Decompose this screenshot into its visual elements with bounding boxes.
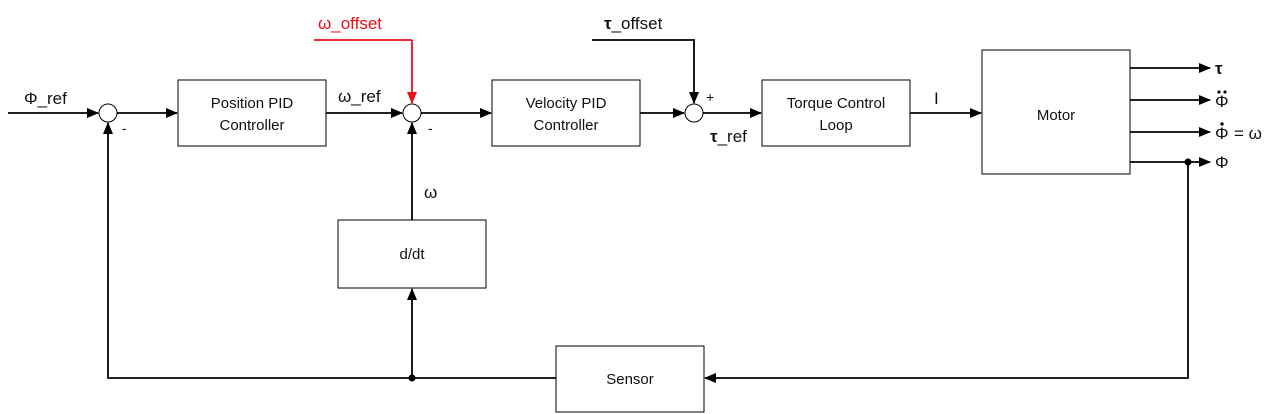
- output-tau-label: τ: [1215, 59, 1223, 78]
- phi-dot-equation: = ω: [1234, 124, 1262, 143]
- omega-feedback-label: ω: [424, 183, 437, 202]
- ddt-label: d/dt: [399, 246, 425, 263]
- sensor-label: Sensor: [606, 371, 654, 388]
- omega-offset-label: ω_offset: [318, 14, 382, 33]
- torque-loop-block: Torque Control Loop: [761, 79, 911, 147]
- position-summing-junction: [98, 103, 118, 123]
- motor-block: Motor: [981, 49, 1131, 175]
- phi-ddot-symbol: Φ: [1215, 92, 1229, 111]
- signal-lines: [8, 39, 1211, 383]
- phi-branch-dot: [1184, 158, 1192, 166]
- output-phi-dot-label: Φ = ω: [1215, 122, 1262, 143]
- tau-offset-text: _offset: [611, 14, 663, 33]
- position-minus-sign: -: [122, 120, 127, 136]
- velocity-pid-block: Velocity PID Controller: [491, 79, 641, 147]
- velocity-summing-junction: [402, 103, 422, 123]
- output-phi-ddot-label: Φ: [1215, 90, 1229, 111]
- position-pid-label-line2: Controller: [219, 117, 284, 134]
- ddt-block: d/dt: [337, 219, 487, 289]
- velocity-minus-sign: -: [428, 120, 433, 136]
- omega-ref-label: ω_ref: [338, 87, 381, 106]
- tau-ref-label: τ_ref: [710, 127, 747, 146]
- feedback-branch-dot: [408, 374, 416, 382]
- position-pid-label-line1: Position PID: [211, 95, 294, 112]
- output-phi-label: Φ: [1215, 153, 1229, 172]
- current-label: I: [934, 89, 939, 108]
- position-pid-block: Position PID Controller: [177, 79, 327, 147]
- tau-offset-label: τ_offset: [604, 14, 663, 33]
- velocity-pid-label-line1: Velocity PID: [526, 95, 607, 112]
- tau-offset-line: [592, 39, 699, 104]
- phi-dot-symbol: Φ: [1215, 124, 1229, 143]
- torque-loop-label-line1: Torque Control: [787, 95, 885, 112]
- torque-loop-label-line2: Loop: [819, 117, 852, 134]
- torque-summing-junction: [684, 103, 704, 123]
- tau-offset-symbol: τ: [604, 14, 612, 33]
- motor-label: Motor: [1037, 107, 1075, 124]
- phi-to-sensor-line: [704, 162, 1189, 383]
- torque-plus-sign: +: [706, 89, 714, 105]
- tau-ref-symbol: τ: [710, 127, 718, 146]
- tau-ref-text: _ref: [717, 127, 748, 146]
- sensor-feedback-line: [103, 122, 556, 379]
- sensor-block: Sensor: [555, 345, 705, 413]
- velocity-pid-label-line2: Controller: [533, 117, 598, 134]
- phi-ref-label: Φ_ref: [24, 89, 67, 108]
